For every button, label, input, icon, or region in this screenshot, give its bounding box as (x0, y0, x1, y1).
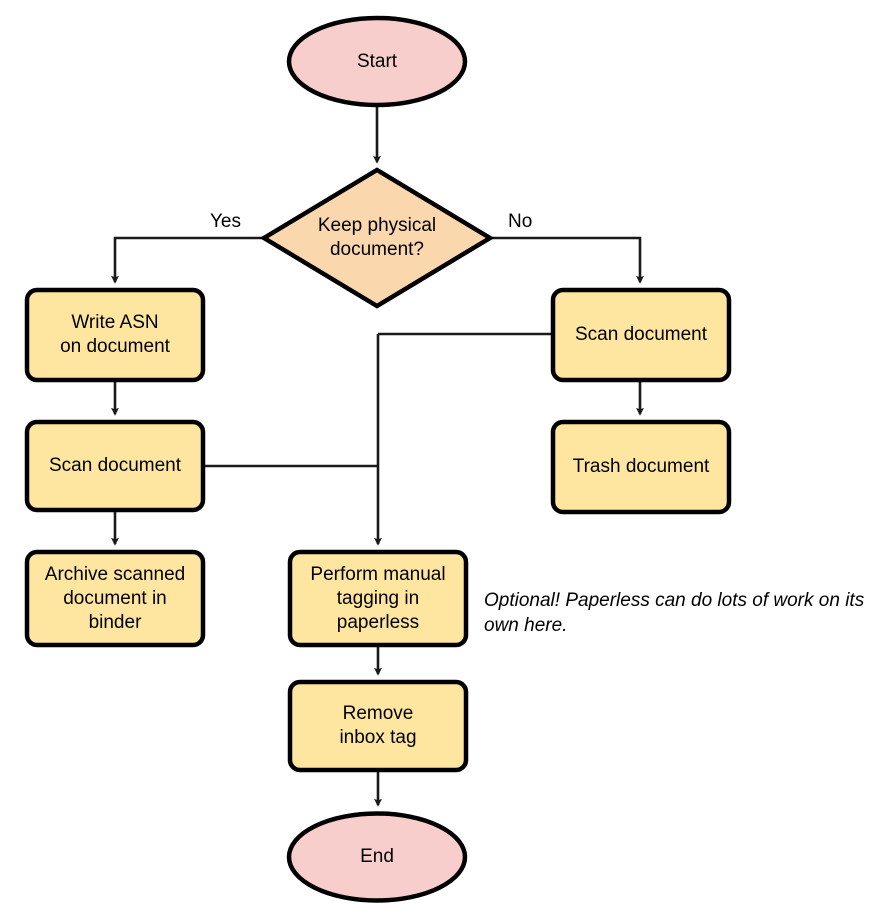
edge-decision-no-to-scan-right (490, 236, 644, 284)
optional-note-annotation: Optional! Paperless can do lots of work … (484, 590, 865, 636)
node-remove-inbox-shape[interactable] (287, 679, 469, 773)
edge-decision-yes-to-write-asn (111, 236, 265, 284)
node-archive-shape[interactable] (24, 549, 206, 648)
node-scan-left-shape[interactable] (24, 419, 206, 513)
node-write-asn-shape[interactable] (24, 287, 206, 383)
node-trash-shape[interactable] (550, 419, 732, 515)
node-decision-shape[interactable] (259, 167, 495, 309)
node-tagging-shape[interactable] (287, 549, 469, 648)
connector-layer (111, 105, 644, 807)
node-start-shape[interactable] (286, 15, 468, 108)
node-end-shape[interactable] (286, 811, 468, 903)
node-scan-right-shape[interactable] (550, 287, 732, 383)
node-layer (24, 15, 732, 903)
